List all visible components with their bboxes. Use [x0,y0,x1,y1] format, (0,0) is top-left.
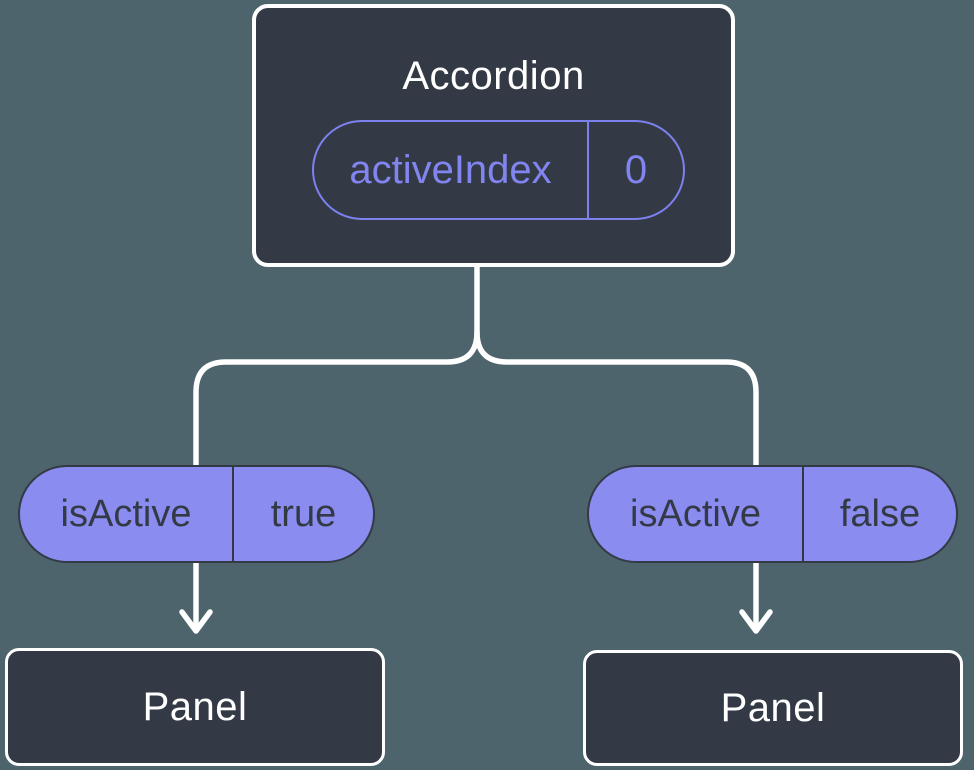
panel-node-right: Panel [583,650,963,766]
state-value: 0 [624,147,648,192]
prop-name-left: isActive [20,467,234,561]
connector-left-branch [193,257,480,633]
state-name: activeIndex [314,122,589,218]
prop-pill-left: isActive true [18,465,375,563]
accordion-node-title: Accordion [402,54,585,98]
panel-node-right-title: Panel [720,686,826,730]
prop-value-right: false [839,492,921,535]
panel-node-left-title: Panel [142,685,248,729]
arrowhead-right-icon [739,609,773,634]
prop-pill-right: isActive false [587,465,958,563]
panel-node-left: Panel [5,648,385,766]
prop-name-right: isActive [589,467,804,561]
prop-value-left: true [270,492,337,535]
state-pill: activeIndex 0 [312,120,685,220]
arrowhead-left-icon [179,609,213,634]
accordion-node: Accordion activeIndex 0 [252,4,735,267]
connector-right-branch [474,329,759,633]
